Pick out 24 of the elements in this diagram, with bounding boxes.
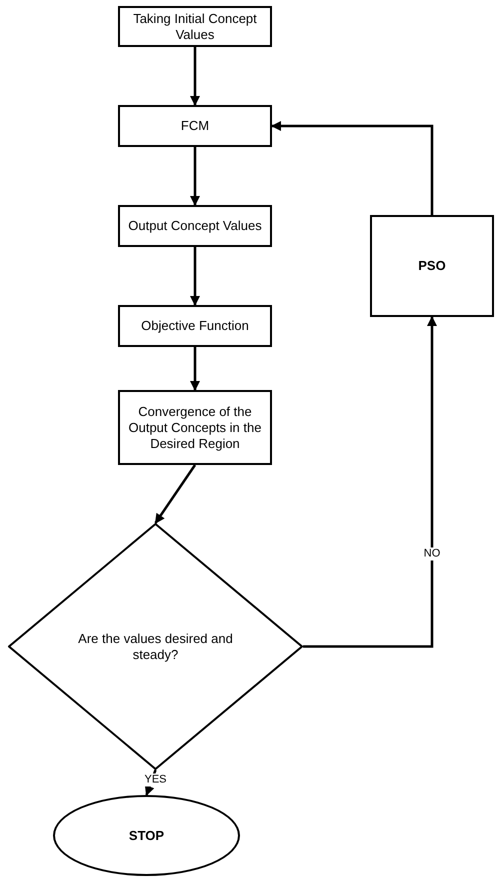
arrow (303, 316, 437, 648)
edge-label: YES (144, 774, 168, 786)
arrow (190, 247, 200, 306)
arrow (190, 47, 200, 106)
node-label: FCM (180, 118, 210, 134)
node-label: STOP (128, 828, 164, 844)
process-box (118, 205, 272, 247)
node-label: Are the values desired and steady? (77, 630, 234, 662)
arrow (271, 121, 434, 215)
node-label: Objective Function (141, 318, 249, 334)
arrow (190, 347, 200, 391)
decision-diamond (8, 523, 303, 770)
process-box (118, 305, 272, 347)
process-box (370, 215, 494, 317)
node-label: PSO (418, 258, 446, 274)
arrow (190, 147, 200, 206)
process-box (118, 105, 272, 147)
node-label: Taking Initial Concept Values (132, 10, 258, 42)
edge-label: NO (422, 547, 442, 560)
process-box (118, 390, 272, 465)
process-box (118, 6, 272, 47)
node-label: Output Concept Values (128, 218, 262, 234)
node-label: Convergence of the Output Concepts in the Desired Region (128, 404, 262, 452)
arrow (154, 464, 196, 524)
